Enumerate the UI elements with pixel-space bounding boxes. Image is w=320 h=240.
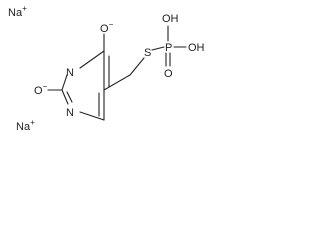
hydroxyl-right: OH <box>188 42 205 54</box>
ring-nitrogen-bottom: N <box>66 107 74 119</box>
sodium-ion-top: Na+ <box>8 4 27 19</box>
chemical-structure-diagram: Na+ Na+ N N O− O− S P OH OH O <box>8 4 205 133</box>
bond-c2-n1 <box>61 89 69 105</box>
bond-s-p <box>151 46 165 51</box>
phosphoryl-oxygen: O <box>164 68 173 80</box>
bond-c5-ch2 <box>103 74 131 91</box>
bond-ch2-s <box>129 57 145 76</box>
bond-n1-c6 <box>79 111 105 121</box>
oxide-top: O− <box>100 20 114 35</box>
bonds <box>47 25 187 121</box>
sulfur-atom: S <box>144 47 151 59</box>
bond-n3-c2 <box>61 74 68 91</box>
sodium-ion-bottom: Na+ <box>16 118 35 133</box>
structure-canvas: Na+ Na+ N N O− O− S P OH OH O <box>0 0 225 145</box>
bond-c2-n1-double <box>66 91 73 103</box>
ring-nitrogen-top: N <box>66 67 74 79</box>
oxide-left: O− <box>34 82 48 97</box>
phosphorus-atom: P <box>165 42 172 54</box>
hydroxyl-top: OH <box>162 13 179 25</box>
bond-c4-n3 <box>79 50 105 69</box>
